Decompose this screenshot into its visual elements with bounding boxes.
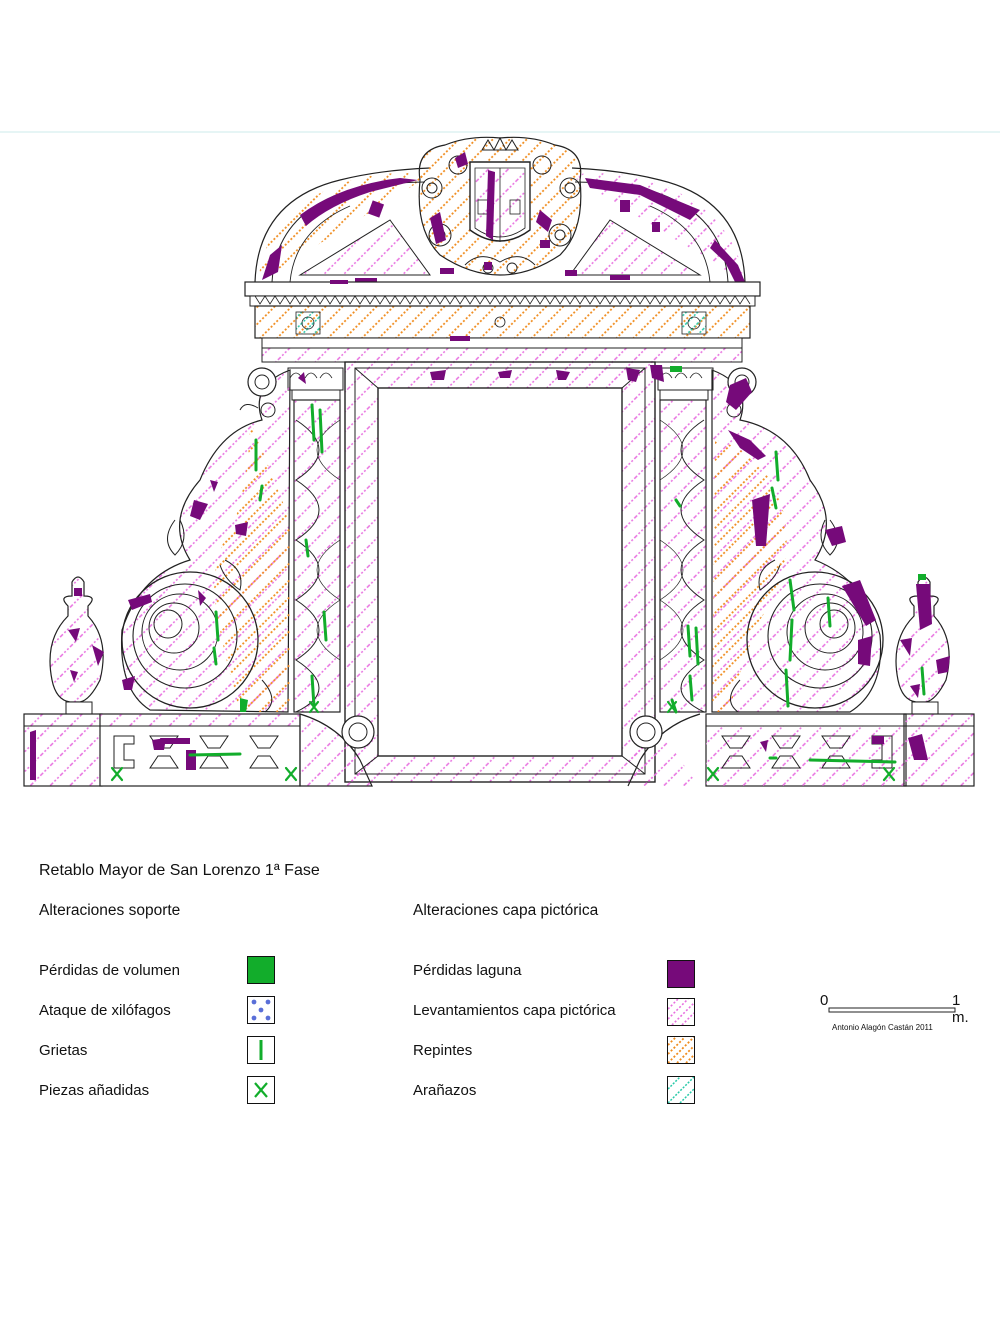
legend-label-added-pieces: Piezas añadidas xyxy=(39,1082,150,1099)
legend-label-xylophage-attack: Ataque de xilófagos xyxy=(39,1002,171,1019)
left-column xyxy=(287,367,344,713)
green-x-swatch-icon xyxy=(247,1076,275,1104)
blue-dots-swatch-icon xyxy=(247,996,275,1024)
right-finial-vase xyxy=(895,574,950,715)
left-finial-vase xyxy=(49,576,104,715)
pediment xyxy=(254,167,746,283)
support-alterations-heading: Alteraciones soporte xyxy=(39,902,181,919)
legend-label-scratches: Arañazos xyxy=(413,1082,477,1099)
solid-purple-swatch-icon xyxy=(667,960,695,988)
cyan-hatch-swatch-icon xyxy=(667,1076,695,1104)
right-scroll-wing xyxy=(711,367,884,713)
pink-hatch-swatch-icon xyxy=(667,998,695,1026)
scale-ruler xyxy=(828,1007,956,1013)
entablature xyxy=(244,280,761,363)
scale-start-label: 0 xyxy=(820,992,829,1009)
altarpiece-condition-map xyxy=(0,131,1000,787)
predella-base xyxy=(23,700,975,787)
legend-label-repaints: Repintes xyxy=(413,1042,473,1059)
solid-green-swatch-icon xyxy=(247,956,275,984)
green-line-swatch-icon xyxy=(247,1036,275,1064)
legend-label-paint-lifting: Levantamientos capa pictórica xyxy=(413,1002,616,1019)
legend-label-cracks: Grietas xyxy=(39,1042,88,1059)
scale-end-label: 1 m. xyxy=(952,992,969,1026)
left-scroll-wing xyxy=(120,367,291,713)
coat-of-arms-crest xyxy=(418,136,582,276)
orange-hatch-swatch-icon xyxy=(667,1036,695,1064)
right-column xyxy=(650,365,714,714)
central-frame xyxy=(344,361,656,783)
plate-title: Retablo Mayor de San Lorenzo 1ª Fase xyxy=(39,862,320,879)
legend-label-paint-loss: Pérdidas laguna xyxy=(413,962,522,979)
scale-bar: 0 1 m. xyxy=(820,992,970,1032)
legend-label-volume-loss: Pérdidas de volumen xyxy=(39,962,180,979)
author-credit: Antonio Alagón Castán 2011 xyxy=(832,1023,933,1032)
paint-layer-alterations-heading: Alteraciones capa pictórica xyxy=(413,902,599,919)
